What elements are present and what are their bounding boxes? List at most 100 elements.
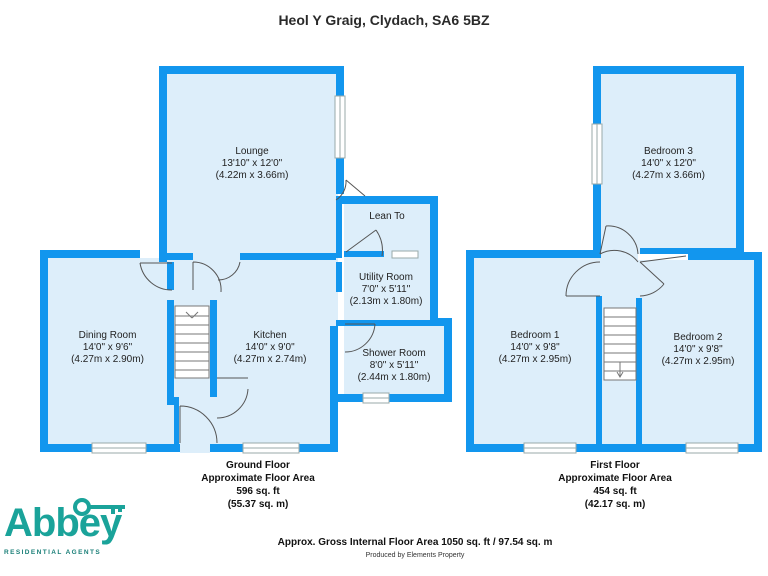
lean-to-wall-top (336, 196, 438, 204)
floor-name: First Floor (590, 460, 640, 471)
shower-wall-bottom (336, 394, 452, 402)
logo-wordmark: Abbey (4, 501, 122, 545)
ground-stairs (174, 305, 210, 379)
first-wall-bottom (466, 444, 762, 452)
bed1-door-swing (565, 261, 601, 297)
shower-wall-right (444, 318, 452, 402)
abbey-logo: Abbey RESIDENTIAL AGENTS (2, 493, 137, 559)
dining-wall-left (40, 250, 48, 452)
lounge-fill (166, 72, 338, 258)
room-name: Bedroom 2 (673, 332, 723, 343)
bed1-wall-top (466, 250, 601, 258)
shower-fill (344, 326, 444, 394)
kitchen-door-swing (192, 261, 222, 293)
room-dims-metric: (4.27m x 3.66m) (632, 170, 705, 181)
first-floor-caption: First Floor Approximate Floor Area 454 s… (515, 459, 715, 511)
ground-floor-caption: Ground Floor Approximate Floor Area 596 … (158, 459, 358, 511)
lean-to-wall-right (430, 196, 438, 323)
room-dims-imperial: 14'0" x 9'6" (82, 342, 133, 353)
bedroom1-fill (474, 258, 600, 444)
room-name: Dining Room (78, 330, 137, 341)
room-dims-imperial: 14'0" x 9'8" (510, 342, 560, 353)
property-title: Heol Y Graig, Clydach, SA6 5BZ (278, 12, 490, 28)
floor-area-label: Approximate Floor Area (558, 473, 672, 484)
bed2-wall-right (754, 252, 762, 452)
room-dims-imperial: 14'0" x 9'0" (245, 342, 295, 353)
leanto-window (391, 250, 419, 259)
room-dims-metric: (4.27m x 2.95m) (661, 356, 735, 367)
dining-stair-wall (167, 300, 174, 405)
room-label-utility: Utility Room 7'0" x 5'11" (2.13m x 1.80m… (338, 272, 434, 308)
room-name: Lean To (369, 211, 405, 222)
room-dims-metric: (2.13m x 1.80m) (349, 296, 423, 307)
utility-shower-wall (336, 320, 444, 326)
room-name: Utility Room (359, 272, 413, 283)
room-label-kitchen: Kitchen 14'0" x 9'0" (4.27m x 2.74m) (210, 330, 330, 366)
dining-door-swing (139, 262, 173, 291)
lounge-leanto-wall (336, 200, 342, 258)
utility-fill (344, 257, 430, 321)
room-dims-metric: (4.22m x 3.66m) (215, 170, 289, 181)
dining-wall-top (40, 250, 140, 258)
room-dims-imperial: 13'10" x 12'0" (221, 158, 283, 169)
hall-door-swing (216, 377, 249, 419)
bed1-wall-left (466, 250, 474, 452)
logo-tagline: RESIDENTIAL AGENTS (4, 549, 102, 556)
floor-area-sqft: 454 sq. ft (593, 486, 637, 497)
room-dims-metric: (4.27m x 2.90m) (71, 354, 144, 365)
front-door-gap (180, 443, 210, 453)
leanto-utility-wall (344, 251, 384, 257)
bed3-wall-right (736, 66, 744, 256)
stair-bottom-wall (174, 397, 179, 444)
room-label-lean-to: Lean To (344, 211, 430, 222)
room-dims-imperial: 7'0" x 5'11" (361, 284, 411, 295)
bed2-wall-top (688, 252, 762, 260)
room-name: Kitchen (253, 330, 287, 341)
dining-fill (48, 258, 171, 444)
stair-kitchen-wall (210, 300, 217, 397)
floor-area-sqm: (42.17 sq. m) (584, 499, 646, 510)
bed1-landing-wall (596, 296, 602, 444)
dining-kitchen-wall (167, 262, 174, 290)
lounge-wall-left (159, 66, 167, 262)
room-label-shower: Shower Room 8'0" x 5'11" (2.44m x 1.80m) (344, 348, 444, 384)
lounge-kitchen-wall-left (167, 253, 193, 260)
first-stairs (603, 307, 637, 381)
room-dims-imperial: 14'0" x 9'8" (673, 344, 723, 355)
room-name: Bedroom 1 (510, 330, 560, 341)
room-dims-imperial: 14'0" x 12'0" (641, 158, 696, 169)
room-name: Lounge (235, 146, 269, 157)
bedroom3-fill (600, 74, 736, 254)
front-door-swing (179, 405, 218, 444)
room-dims-metric: (4.27m x 2.95m) (498, 354, 572, 365)
room-name: Bedroom 3 (644, 146, 693, 157)
ground-floor-plan (40, 66, 452, 454)
bed3-bottom-wall (640, 248, 738, 254)
room-dims-imperial: 8'0" x 5'11" (369, 360, 419, 371)
floor-name: Ground Floor (226, 460, 290, 471)
bed2-landing-wall (636, 298, 642, 444)
room-dims-metric: (2.44m x 1.80m) (357, 372, 431, 383)
room-label-bedroom1: Bedroom 1 14'0" x 9'8" (4.27m x 2.95m) (474, 330, 596, 366)
bed2-door-swing (639, 255, 687, 297)
bed3-wall-top (593, 66, 743, 74)
room-label-dining: Dining Room 14'0" x 9'6" (4.27m x 2.90m) (48, 330, 167, 366)
produced-by-credit: Produced by Elements Property (365, 552, 465, 559)
kitchen-door-swing-2 (217, 261, 241, 281)
kitchen-wall-right (330, 326, 338, 451)
floor-area-sqft: 596 sq. ft (236, 486, 280, 497)
room-dims-metric: (4.27m x 2.74m) (233, 354, 307, 365)
room-label-bedroom2: Bedroom 2 14'0" x 9'8" (4.27m x 2.95m) (642, 332, 754, 368)
leanto-door-swing (335, 179, 366, 201)
room-label-bedroom3: Bedroom 3 14'0" x 12'0" (4.27m x 3.66m) (601, 146, 736, 182)
lean-to-fill (344, 203, 430, 257)
first-floor-plan (466, 66, 762, 454)
room-name: Shower Room (362, 348, 426, 359)
utility-left-wall (336, 262, 342, 292)
lounge-wall-top (159, 66, 344, 74)
room-label-lounge: Lounge 13'10" x 12'0" (4.22m x 3.66m) (166, 146, 338, 182)
lounge-kitchen-wall (240, 253, 336, 260)
utility-door-swing (345, 229, 383, 257)
shower-door-swing (344, 323, 376, 353)
